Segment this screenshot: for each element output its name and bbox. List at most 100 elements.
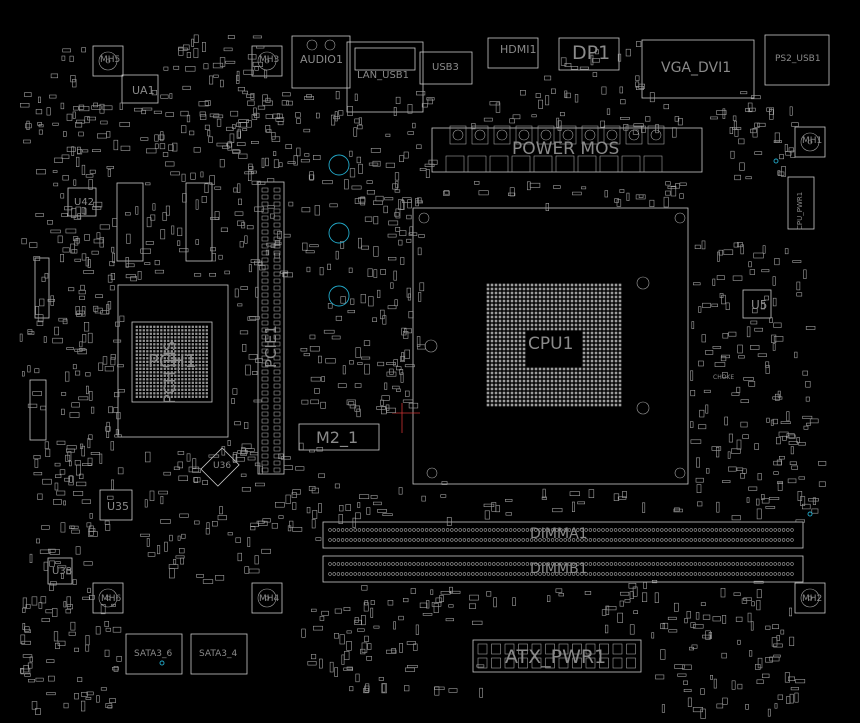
smd-component <box>85 697 92 700</box>
smd-component <box>60 392 67 396</box>
smd-component <box>21 238 27 245</box>
smd-component <box>71 146 75 156</box>
smd-component <box>342 365 346 375</box>
smd-component <box>91 406 95 414</box>
smd-component <box>384 197 394 201</box>
smd-component <box>201 196 207 203</box>
smd-component <box>419 168 427 171</box>
smd-component <box>762 245 766 254</box>
audio-jack <box>324 39 336 51</box>
smd-component <box>44 273 49 279</box>
smd-component <box>651 579 658 584</box>
smd-component <box>796 437 800 444</box>
smd-component <box>220 227 228 232</box>
smd-component <box>731 392 740 396</box>
smd-component <box>40 596 47 604</box>
smd-component <box>236 130 242 139</box>
smd-component <box>400 372 404 383</box>
smd-component <box>410 588 416 594</box>
smd-component <box>89 169 96 174</box>
smd-component <box>774 132 780 143</box>
smd-component <box>80 284 85 291</box>
smd-component <box>64 477 70 482</box>
smd-component <box>753 580 764 584</box>
smd-component <box>773 322 782 328</box>
smd-component <box>743 597 752 601</box>
pcie-pin <box>273 278 281 284</box>
smd-component <box>339 241 345 249</box>
smd-component <box>805 325 816 330</box>
smd-component <box>116 412 121 420</box>
smd-component <box>323 329 335 334</box>
socket-pin-hole <box>424 339 438 353</box>
smd-component <box>105 627 111 632</box>
smd-component <box>248 264 252 273</box>
smd-component <box>242 128 248 132</box>
smd-component <box>722 108 726 119</box>
smd-component <box>375 195 384 202</box>
smd-component <box>34 368 40 374</box>
smd-component <box>170 171 180 176</box>
pcie-pin <box>261 383 269 389</box>
smd-component <box>417 197 422 204</box>
smd-component <box>165 161 175 167</box>
pcie-pin <box>273 355 281 361</box>
smd-component <box>733 592 741 596</box>
smd-component <box>690 439 702 444</box>
smd-component <box>792 260 802 263</box>
smd-component <box>306 266 311 273</box>
mount-hole-mh5-center <box>105 58 111 64</box>
smd-component <box>234 211 244 216</box>
smd-component <box>208 454 220 458</box>
smd-component <box>269 213 275 219</box>
smd-component <box>89 525 94 536</box>
smd-component <box>276 113 280 119</box>
smd-component <box>385 162 395 168</box>
pcie-pin <box>261 439 269 445</box>
smd-component <box>95 294 103 299</box>
smd-component <box>347 106 353 116</box>
smd-component <box>772 418 778 425</box>
smd-component <box>82 333 87 343</box>
smd-component <box>277 231 282 239</box>
smd-component <box>53 631 59 642</box>
smd-component <box>329 661 334 673</box>
smd-component <box>471 123 476 130</box>
smd-component <box>35 109 43 115</box>
pcie-pin <box>273 446 281 452</box>
smd-component <box>662 622 669 630</box>
smd-component <box>635 86 644 91</box>
smd-component <box>160 229 166 240</box>
smd-component <box>740 244 744 255</box>
smd-component <box>178 475 189 481</box>
smd-component <box>244 171 254 175</box>
mount-hole-mh1-center <box>807 139 813 145</box>
smd-component <box>357 502 361 508</box>
smd-component <box>620 591 630 596</box>
smd-component <box>112 218 118 227</box>
smd-component <box>59 469 66 475</box>
pcie-pin <box>261 425 269 431</box>
smd-component <box>173 65 180 70</box>
smd-component <box>555 588 563 593</box>
pcie-pin <box>273 453 281 459</box>
smd-component <box>22 597 28 608</box>
smd-component <box>241 487 251 492</box>
smd-component <box>428 159 438 165</box>
smd-component <box>790 687 799 691</box>
smd-component <box>357 362 363 365</box>
smd-component <box>225 60 236 64</box>
smd-component <box>705 468 710 474</box>
cpu-pad-array <box>486 283 622 407</box>
smd-component <box>756 599 761 611</box>
smd-component <box>805 396 810 402</box>
smd-component <box>181 125 187 134</box>
smd-component <box>361 585 368 591</box>
smd-component <box>360 356 371 360</box>
smd-component <box>237 303 243 307</box>
smd-component <box>309 334 316 340</box>
smd-component <box>740 91 748 95</box>
smd-component <box>629 624 635 635</box>
smd-component <box>238 198 242 205</box>
smd-component <box>81 164 86 175</box>
